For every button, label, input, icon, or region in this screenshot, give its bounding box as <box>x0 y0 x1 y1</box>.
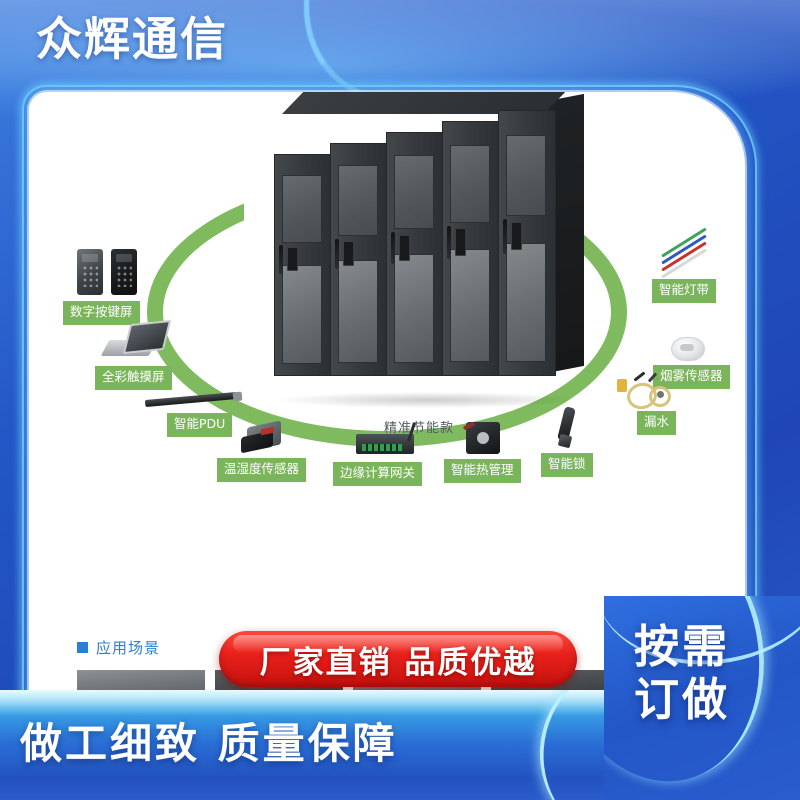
cabinet-5 <box>498 110 556 376</box>
keypad-display <box>116 254 132 262</box>
node-temp-humidity-sensor: 温湿度传感器 <box>217 420 307 482</box>
cabinet-glass-upper <box>394 154 434 230</box>
keypad-buttons <box>82 265 98 287</box>
lock-key <box>557 433 573 449</box>
node-smoke-sensor: 烟雾传感器 <box>653 337 730 389</box>
cabinet-keypad-icon <box>399 234 410 261</box>
node-led-strip: 智能灯带 <box>652 227 717 303</box>
cabinet-3 <box>386 132 444 376</box>
pdu-connector <box>232 391 243 402</box>
node-label-edge-gateway: 边缘计算网关 <box>333 462 423 486</box>
node-label-smart-lock: 智能锁 <box>541 453 593 477</box>
product-diagram: 精准节能款 数字按键屏 全彩触摸屏 <box>29 92 745 652</box>
smart-pdu-icon <box>144 391 243 407</box>
keypad-display <box>82 254 98 262</box>
leak-probe-secondary <box>647 372 658 383</box>
right-promo-panel: 按需 订做 <box>604 596 800 800</box>
cabinet-glass-upper <box>450 144 490 223</box>
smoke-sensor-icon <box>671 337 705 361</box>
cabinet-glass-lower <box>450 248 490 363</box>
cabinet-glass-upper <box>506 134 546 216</box>
keypad-unit-left <box>77 249 103 295</box>
cabinet-keypad-icon <box>511 221 522 251</box>
bottom-banner-text: 做工细致 质量保障 <box>20 719 398 768</box>
leak-connector <box>617 379 627 392</box>
right-promo-text: 按需 订做 <box>634 620 730 726</box>
touch-screen-icon <box>100 319 172 362</box>
right-promo-line-2: 订做 <box>634 673 731 727</box>
node-label-temp-humidity-sensor: 温湿度传感器 <box>217 458 307 482</box>
brand-title: 众辉通信 <box>36 12 228 66</box>
cabinet-keypad-icon <box>455 228 466 256</box>
cabinet-glass-upper <box>338 164 378 237</box>
fan-hub <box>477 432 489 444</box>
keypad-unit-right <box>111 249 137 295</box>
cabinet-floor-shadow <box>279 392 579 408</box>
node-label-keypad-screen: 数字按键屏 <box>63 301 140 325</box>
node-label-thermal-management: 智能热管理 <box>444 459 521 483</box>
cabinet-4 <box>442 121 500 376</box>
node-label-touch-screen: 全彩触摸屏 <box>95 366 172 390</box>
node-edge-gateway: 边缘计算网关 <box>333 422 423 486</box>
cabinet-glass-lower <box>338 259 378 364</box>
touch-screen-display <box>122 319 172 355</box>
cabinet-glass-lower <box>282 265 322 364</box>
node-label-water-leak: 漏水 <box>637 411 677 435</box>
thermal-management-icon <box>462 421 502 456</box>
cabinet-glass-lower <box>394 254 434 363</box>
cabinet-keypad-icon <box>287 247 298 272</box>
product-caption: 精准节能款 <box>383 421 454 436</box>
cabinet-handle-icon <box>335 238 339 269</box>
node-water-leak: 漏水 <box>617 371 677 435</box>
cabinet-keypad-icon <box>343 241 354 267</box>
keypad-screen-icon <box>77 249 141 295</box>
cabinet-handle-icon <box>279 245 283 274</box>
promo-pill: 厂家直销 品质优越 <box>219 631 577 687</box>
cabinet-glass-lower <box>506 243 546 362</box>
leak-cable-coil-secondary <box>649 386 671 407</box>
leak-sensor-head <box>657 391 664 398</box>
gateway-ports <box>362 444 402 451</box>
node-thermal-management: 智能热管理 <box>444 421 521 483</box>
node-label-smoke-sensor: 烟雾传感器 <box>653 365 730 389</box>
scene-bullet-icon <box>77 642 88 653</box>
scene-heading: 应用场景 <box>77 637 160 658</box>
led-strip-icon <box>658 227 710 279</box>
temp-humidity-sensor-icon <box>241 420 287 456</box>
smart-lock-icon <box>557 406 577 449</box>
node-label-led-strip: 智能灯带 <box>652 279 717 303</box>
scene-title: 应用场景 <box>96 639 161 657</box>
server-cabinet-row <box>274 92 584 402</box>
water-leak-icon <box>617 371 675 412</box>
leak-probe <box>633 371 646 382</box>
application-scenes-section: 应用场景 <box>77 637 160 658</box>
sensor-base <box>241 430 273 454</box>
node-label-smart-pdu: 智能PDU <box>167 413 233 437</box>
cabinet-2 <box>330 143 388 376</box>
cabinet-handle-icon <box>447 225 451 259</box>
right-promo-line-1: 按需 <box>634 620 731 673</box>
promo-pill-text: 厂家直销 品质优越 <box>259 644 537 681</box>
cabinet-handle-icon <box>503 219 507 254</box>
content-card: 精准节能款 数字按键屏 全彩触摸屏 <box>29 92 745 709</box>
node-touch-screen: 全彩触摸屏 <box>95 319 172 390</box>
cabinet-glass-upper <box>282 174 322 243</box>
cabinet-1 <box>274 154 332 376</box>
keypad-buttons <box>116 265 132 287</box>
cabinet-handle-icon <box>391 232 395 264</box>
edge-gateway-icon <box>356 422 418 458</box>
node-smart-pdu: 智能PDU <box>144 391 243 437</box>
smoke-sensor-vent <box>680 344 694 351</box>
pdu-strip <box>144 392 238 407</box>
node-keypad-screen: 数字按键屏 <box>63 249 141 325</box>
node-smart-lock: 智能锁 <box>541 406 593 477</box>
